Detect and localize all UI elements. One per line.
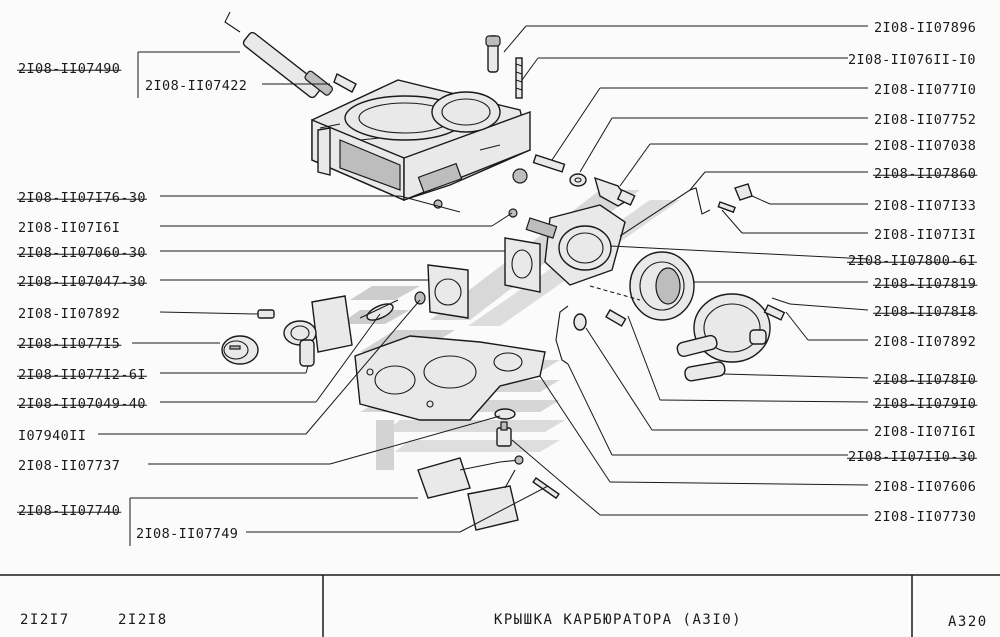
pump-housing-part (676, 293, 786, 382)
label-right-6: 2I08-II07860 (874, 166, 976, 182)
label-right-17: 2I08-II07606 (874, 479, 976, 495)
label-right-3: 2I08-II077I0 (874, 82, 976, 98)
label-right-4: 2I08-II07752 (874, 112, 976, 128)
elbow-fitting-part (257, 264, 469, 367)
label-left-1: 2I08-II07490 (18, 61, 120, 77)
label-right-5: 2I08-II07038 (874, 138, 976, 154)
model-number-1: 2I2I7 (20, 612, 70, 628)
label-left-8: 2I08-II077I5 (18, 336, 120, 352)
label-left-12: 2I08-II07737 (18, 458, 120, 474)
label-left-11: I07940II (18, 428, 86, 444)
choke-housing-part (504, 204, 626, 293)
label-left-7: 2I08-II07892 (18, 306, 120, 322)
lever-parts (555, 285, 641, 365)
label-right-8: 2I08-II07I3I (874, 227, 976, 243)
label-right-2: 2I08-II076II-I0 (848, 52, 976, 68)
label-right-16: 2I08-II07II0-30 (848, 449, 976, 465)
label-left-14: 2I08-II07749 (136, 526, 238, 542)
leader-lines (98, 25, 869, 546)
label-left-2: 2I08-II07422 (145, 78, 247, 94)
strikethrough-marks (17, 69, 978, 513)
screw-parts-upper (485, 35, 523, 99)
label-right-15: 2I08-II07I6I (874, 424, 976, 440)
label-left-5: 2I08-II07060-30 (18, 245, 146, 261)
label-right-10: 2I08-II07819 (874, 276, 976, 292)
label-right-7: 2I08-II07I33 (874, 198, 976, 214)
jet-parts (532, 154, 636, 207)
label-right-11: 2I08-II078I8 (874, 304, 976, 320)
sheet-number: А320 (948, 614, 988, 630)
label-left-9: 2I08-II077I2-6I (18, 367, 146, 383)
gasket-part (354, 335, 546, 421)
model-number-2: 2I2I8 (118, 612, 168, 628)
label-left-6: 2I08-II07047-30 (18, 274, 146, 290)
round-cap-part (221, 335, 259, 365)
label-right-1: 2I08-II07896 (874, 20, 976, 36)
label-left-10: 2I08-II07049-40 (18, 396, 146, 412)
diaphragm-cover-part (629, 251, 695, 321)
label-left-13: 2I08-II07740 (18, 503, 120, 519)
float-part (417, 455, 560, 531)
label-right-9: 2I08-II07800-6I (848, 253, 976, 269)
label-right-12: 2I08-II07892 (874, 334, 976, 350)
label-left-3: 2I08-II07I76-30 (18, 190, 146, 206)
label-left-4: 2I08-II07I6I (18, 220, 120, 236)
carburetor-cover-part (311, 79, 531, 209)
fuel-tube-part (224, 11, 357, 99)
label-right-14: 2I08-II079I0 (874, 396, 976, 412)
title-block: 2I2I7 2I2I8 КРЫШКА КАРБЮРАТОРА (А3I0) А3… (0, 574, 1000, 637)
part-number-labels-left: 2I08-II07490 2I08-II07422 2I08-II07I76-3… (18, 61, 247, 542)
label-right-18: 2I08-II07730 (874, 509, 976, 525)
label-right-13: 2I08-II078I0 (874, 372, 976, 388)
drawing-title: КРЫШКА КАРБЮРАТОРА (А3I0) (494, 612, 742, 628)
part-number-labels-right: 2I08-II07896 2I08-II076II-I0 2I08-II077I… (848, 20, 976, 525)
